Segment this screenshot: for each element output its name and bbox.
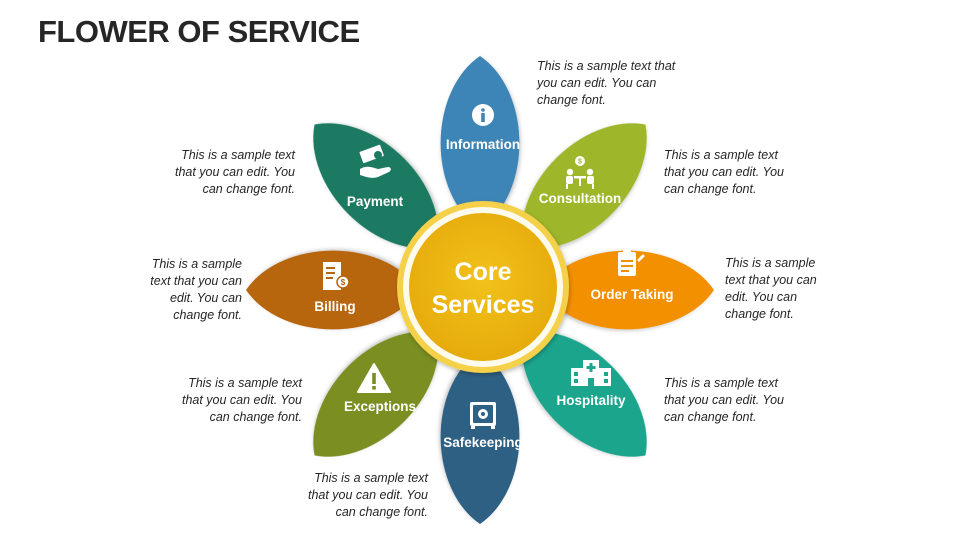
description-line: This is a sample text xyxy=(181,148,295,162)
description-line: This is a sample text xyxy=(188,376,302,390)
petal-hospitality[interactable] xyxy=(495,305,674,484)
description-line: text that you can xyxy=(150,274,242,288)
description-line: can change font. xyxy=(664,410,757,424)
petal-label-hospitality: Hospitality xyxy=(556,393,626,408)
description-payment: This is a sample text that you can edit.… xyxy=(135,147,295,198)
warning-icon xyxy=(357,363,391,393)
svg-text:$: $ xyxy=(578,159,582,166)
description-line: that you can edit. You xyxy=(664,165,785,179)
core-line-1: Core xyxy=(455,258,512,286)
description-line: can change font. xyxy=(202,182,295,196)
core-services-circle[interactable]: Core Services xyxy=(397,201,569,373)
description-line: that you can edit. You xyxy=(174,165,295,179)
description-exceptions: This is a sample text that you can edit.… xyxy=(142,375,302,426)
description-line: text that you can xyxy=(725,273,817,287)
invoice-icon: $ xyxy=(323,262,350,290)
description-line: edit. You can xyxy=(169,291,242,305)
money-hand-icon xyxy=(359,144,391,178)
petal-safekeeping[interactable] xyxy=(440,350,520,524)
petal-information[interactable] xyxy=(440,56,520,230)
description-line: change font. xyxy=(537,93,606,107)
core-line-2: Services xyxy=(432,291,535,319)
description-line: This is a sample xyxy=(725,256,816,270)
description-line: This is a sample xyxy=(151,257,242,271)
description-line: This is a sample text xyxy=(664,376,778,390)
description-line: This is a sample text xyxy=(314,471,428,485)
hospital-icon xyxy=(571,360,611,386)
page-title: FLOWER OF SERVICE xyxy=(38,14,360,49)
description-line: that you can edit. You xyxy=(664,393,785,407)
petal-consultation[interactable] xyxy=(495,97,674,276)
description-line: that you can edit. You xyxy=(307,488,428,502)
safe-icon xyxy=(470,402,496,429)
petal-label-consultation: Consultation xyxy=(539,191,622,206)
description-consultation: This is a sample text that you can edit.… xyxy=(664,147,824,198)
info-icon xyxy=(472,104,494,126)
petal-payment[interactable] xyxy=(287,97,466,276)
description-line: can change font. xyxy=(664,182,757,196)
petal-label-payment: Payment xyxy=(347,194,404,209)
description-hospitality: This is a sample text that you can edit.… xyxy=(664,375,824,426)
description-line: This is a sample text xyxy=(664,148,778,162)
description-line: change font. xyxy=(725,307,794,321)
petal-order-taking[interactable] xyxy=(540,250,714,330)
description-billing: This is a sample text that you can edit.… xyxy=(82,256,242,324)
description-line: can change font. xyxy=(335,505,428,519)
petal-label-exceptions: Exceptions xyxy=(344,399,416,414)
description-line: This is a sample text that xyxy=(537,59,676,73)
description-line: that you can edit. You xyxy=(181,393,302,407)
svg-text:$: $ xyxy=(341,278,346,287)
petal-label-order-taking: Order Taking xyxy=(590,287,673,302)
petal-label-safekeeping: Safekeeping xyxy=(443,435,523,450)
clipboard-icon xyxy=(618,249,645,276)
description-line: can change font. xyxy=(209,410,302,424)
description-line: change font. xyxy=(173,308,242,322)
description-information: This is a sample text that you can edit.… xyxy=(537,58,697,109)
meeting-icon: $ xyxy=(566,156,594,189)
description-line: you can edit. You can xyxy=(537,76,657,90)
description-order-taking: This is a sample text that you can edit.… xyxy=(725,255,885,323)
petal-exceptions[interactable] xyxy=(287,305,466,484)
description-line: edit. You can xyxy=(725,290,798,304)
petal-label-information: Information xyxy=(446,137,520,152)
description-safekeeping: This is a sample text that you can edit.… xyxy=(268,470,428,521)
petal-label-billing: Billing xyxy=(314,299,355,314)
